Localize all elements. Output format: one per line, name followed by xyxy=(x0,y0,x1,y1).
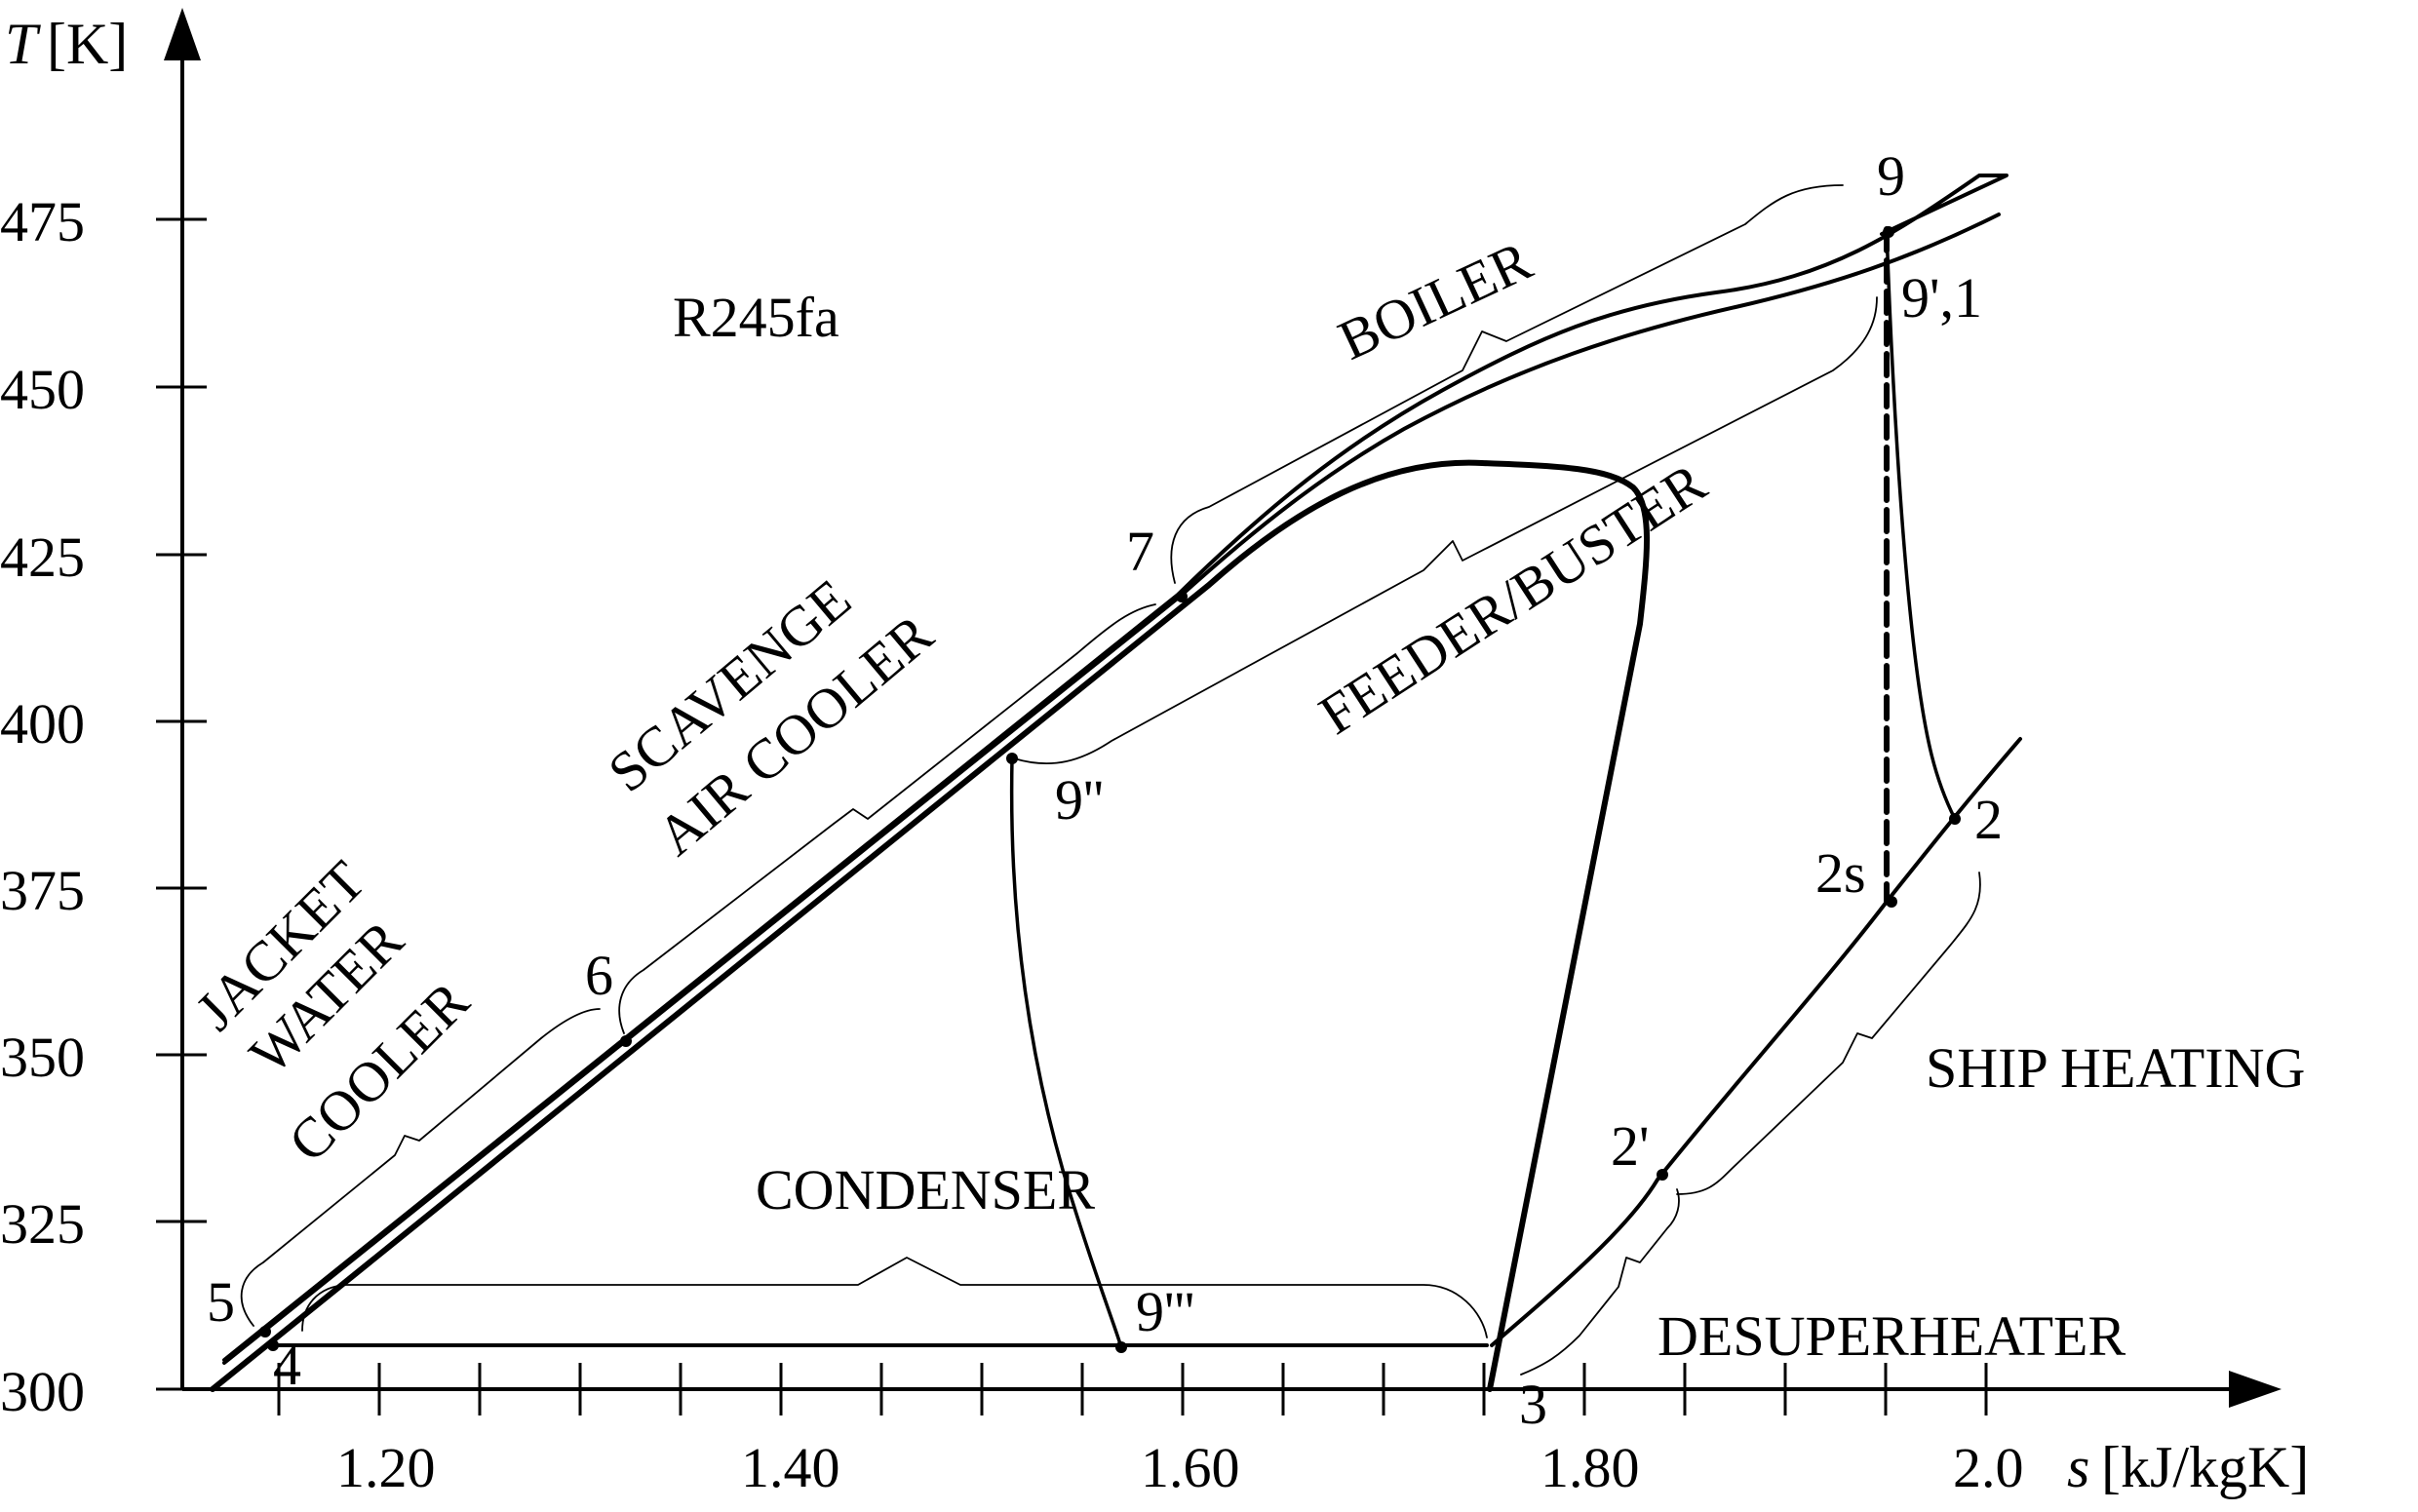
y-axis-unit: [K] xyxy=(47,12,128,76)
brace-jacket xyxy=(240,1008,601,1327)
expansion-line-actual xyxy=(1885,227,1957,821)
state-point-9-triple-prime xyxy=(1115,1341,1127,1353)
y-tick-label: 450 xyxy=(0,358,85,421)
state-point-5 xyxy=(259,1326,271,1338)
component-boiler: BOILER xyxy=(1329,228,1541,372)
y-axis-symbol: T xyxy=(5,12,41,76)
x-axis-unit: [kJ/kgK] xyxy=(2101,1435,2309,1499)
x-axis-arrow xyxy=(2229,1371,2282,1408)
brace-scavenge xyxy=(618,603,1156,1034)
label-point-2s: 2s xyxy=(1815,841,1866,905)
label-point-4: 4 xyxy=(273,1334,301,1397)
y-tick-labels: 300 325 350 375 400 425 450 475 xyxy=(0,190,85,1423)
y-ticks xyxy=(156,217,207,1391)
y-tick-label: 475 xyxy=(0,190,85,253)
state-point-6 xyxy=(620,1035,632,1047)
saturation-dome xyxy=(210,459,1650,1392)
brace-boiler xyxy=(1170,184,1844,584)
label-point-5: 5 xyxy=(207,1270,235,1334)
label-point-7: 7 xyxy=(1126,520,1154,583)
axes xyxy=(164,8,2282,1408)
x-tick-labels: 1.20 1.40 1.60 1.80 2.0 xyxy=(336,1436,2024,1499)
component-condenser: CONDENSER xyxy=(756,1158,1095,1221)
component-feeder: FEEDER/BUSTER xyxy=(1308,450,1717,747)
state-point-2 xyxy=(1949,813,1961,825)
state-point-2-prime xyxy=(1657,1169,1668,1181)
label-point-2: 2 xyxy=(1974,788,2003,851)
y-tick-label: 325 xyxy=(0,1192,85,1256)
component-desuperheater: DESUPERHEATER xyxy=(1658,1304,2126,1368)
y-axis-arrow xyxy=(164,8,201,60)
x-axis-symbol: s xyxy=(2067,1435,2089,1499)
x-ticks xyxy=(277,1363,1988,1415)
y-tick-label: 400 xyxy=(0,692,85,756)
label-point-9-prime-1: 9',1 xyxy=(1901,266,1982,330)
pump-line xyxy=(222,595,1182,1365)
state-point-2s xyxy=(1886,896,1897,908)
label-point-9: 9 xyxy=(1877,144,1905,208)
x-tick-label: 1.80 xyxy=(1540,1436,1640,1499)
x-tick-label: 1.60 xyxy=(1141,1436,1240,1499)
brace-ship-heating xyxy=(1676,872,1981,1195)
component-ship-heating: SHIP HEATING xyxy=(1926,1036,2305,1100)
brace-feeder xyxy=(1013,296,1878,765)
cycle-heating-line xyxy=(1178,213,2001,599)
y-tick-label: 300 xyxy=(0,1360,85,1423)
desuperheating-line xyxy=(1490,737,2022,1347)
source-cooling-line xyxy=(1009,756,1123,1349)
y-tick-label: 425 xyxy=(0,525,85,589)
state-point-4 xyxy=(267,1339,279,1351)
label-point-9-double-prime: 9'' xyxy=(1055,768,1104,832)
x-tick-label: 1.40 xyxy=(741,1436,840,1499)
y-tick-label: 350 xyxy=(0,1026,85,1089)
state-points xyxy=(259,226,1961,1353)
fluid-label: R245fa xyxy=(673,286,839,349)
label-point-6: 6 xyxy=(585,944,613,1007)
label-point-9-triple-prime: 9''' xyxy=(1136,1280,1194,1343)
state-point-9-double-prime xyxy=(1006,753,1018,764)
heat-source-line xyxy=(222,174,2008,1362)
brace-desuperheater xyxy=(1520,1188,1680,1376)
y-tick-label: 375 xyxy=(0,859,85,922)
label-point-3: 3 xyxy=(1519,1373,1547,1436)
state-point-7 xyxy=(1176,591,1188,602)
label-point-2-prime: 2' xyxy=(1611,1114,1649,1178)
x-tick-label: 2.0 xyxy=(1953,1436,2024,1499)
x-tick-label: 1.20 xyxy=(336,1436,436,1499)
state-point-9 xyxy=(1883,226,1894,238)
brace-condenser xyxy=(301,1257,1488,1338)
